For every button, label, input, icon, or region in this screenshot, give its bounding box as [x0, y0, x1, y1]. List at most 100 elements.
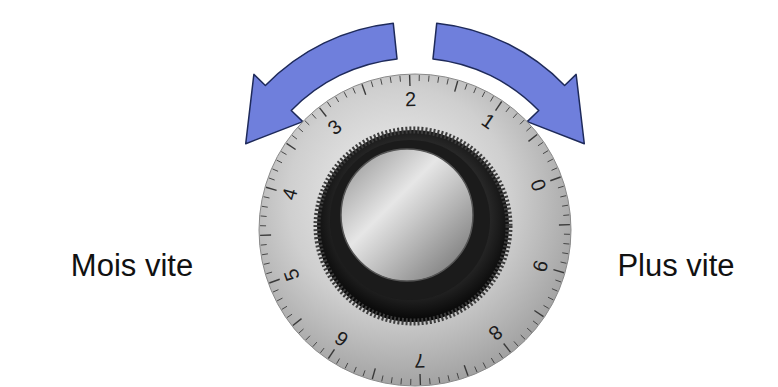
dial-tick: [391, 377, 393, 383]
dial-tick: [428, 76, 430, 82]
dial-tick: [563, 214, 569, 216]
dial-tick: [490, 96, 493, 101]
dial-tick: [482, 92, 485, 97]
dial-tick: [273, 290, 278, 292]
dial-tick: [305, 121, 309, 125]
dial-tick: [521, 335, 525, 339]
dial-tick: [455, 81, 458, 92]
dial-tick: [264, 263, 270, 264]
dial-tick: [544, 305, 549, 308]
dial-tick: [264, 197, 270, 198]
dial-tick: [336, 97, 339, 102]
dial-tick: [527, 328, 532, 332]
dial-tick: [552, 168, 557, 170]
dial-tick: [457, 373, 459, 379]
dial-tick: [269, 279, 279, 283]
dial-tick: [538, 142, 543, 145]
dial-tick: [399, 76, 401, 82]
dial-tick: [260, 234, 271, 236]
dial-tick: [534, 311, 543, 317]
dial-number: 2: [405, 89, 417, 109]
dial-number: 7: [414, 351, 426, 371]
dial-tick: [448, 375, 449, 381]
dial-tick: [313, 342, 317, 347]
dial-tick: [474, 88, 476, 94]
dial-tick: [564, 234, 570, 235]
dial-tick: [504, 343, 511, 352]
dial-tick: [475, 367, 477, 372]
dial-tick: [371, 81, 373, 87]
dial-tick: [560, 196, 566, 197]
dial-tick: [312, 114, 316, 118]
dial-tick: [514, 341, 518, 345]
dial-tick: [261, 215, 267, 217]
dial-tick: [390, 77, 392, 83]
dial-tick: [465, 84, 467, 90]
dial-tick: [292, 135, 297, 139]
dial-tick: [513, 113, 517, 118]
dial-tick: [273, 169, 279, 171]
dial-tick: [320, 348, 324, 353]
dial-tick: [563, 243, 569, 245]
dial-tick: [409, 75, 411, 86]
dial-tick: [293, 319, 302, 326]
dial-disc: [259, 74, 571, 386]
dial-tick: [320, 108, 327, 117]
dial-tick: [464, 365, 468, 375]
dial-tick: [262, 253, 268, 255]
dial-tick: [506, 107, 510, 112]
dial-tick: [287, 314, 292, 317]
knob-body: [330, 140, 490, 300]
dial-tick: [562, 205, 568, 207]
knob-cap: [341, 149, 473, 281]
dial-tick: [496, 101, 502, 110]
dial-tick: [548, 159, 553, 162]
dial-tick: [548, 297, 553, 300]
dial-tick: [543, 151, 548, 154]
dial-tick: [344, 92, 347, 97]
dial-tick: [345, 363, 348, 368]
direction-label: Plus vite: [617, 250, 734, 281]
dial-tick: [266, 187, 277, 190]
dial-tick: [419, 374, 421, 385]
dial-tick: [363, 370, 365, 376]
dial-tick: [353, 88, 355, 93]
dial-tick: [261, 244, 267, 246]
dial-tick: [410, 379, 411, 385]
dial-tick: [499, 353, 502, 358]
dial-ticks: [260, 75, 570, 385]
dial-tick: [381, 79, 382, 85]
dial-tick: [266, 272, 272, 274]
dial-tick: [282, 306, 287, 309]
direction-label: Mois vite: [71, 250, 193, 281]
dial-tick: [561, 262, 567, 263]
dial-tick: [400, 378, 402, 384]
dial-tick: [429, 378, 431, 384]
dial-tick: [327, 102, 330, 107]
dial-tick: [306, 336, 310, 340]
dial-tick: [281, 152, 286, 155]
dial-tick: [354, 367, 356, 373]
dial-tick: [491, 358, 494, 363]
dial-tick: [526, 127, 530, 131]
dial-tick: [558, 186, 564, 188]
dial-tick: [550, 177, 560, 181]
dial-tick: [533, 321, 538, 325]
dial-tick: [553, 270, 564, 273]
dial-tick: [328, 349, 334, 358]
dial-tick: [337, 359, 340, 364]
knob-knurled-ring: [317, 130, 509, 322]
dial-tick: [483, 363, 486, 368]
dial-tick: [559, 224, 570, 226]
dial-tick: [260, 225, 266, 226]
dial-tick: [447, 79, 448, 85]
dial-tick: [298, 128, 303, 132]
dial-tick: [277, 160, 282, 163]
dial-tick: [262, 206, 268, 208]
dial-tick: [362, 84, 366, 94]
dial-tick: [520, 120, 524, 124]
dial-tick: [372, 368, 375, 379]
dial-tick: [277, 298, 282, 301]
